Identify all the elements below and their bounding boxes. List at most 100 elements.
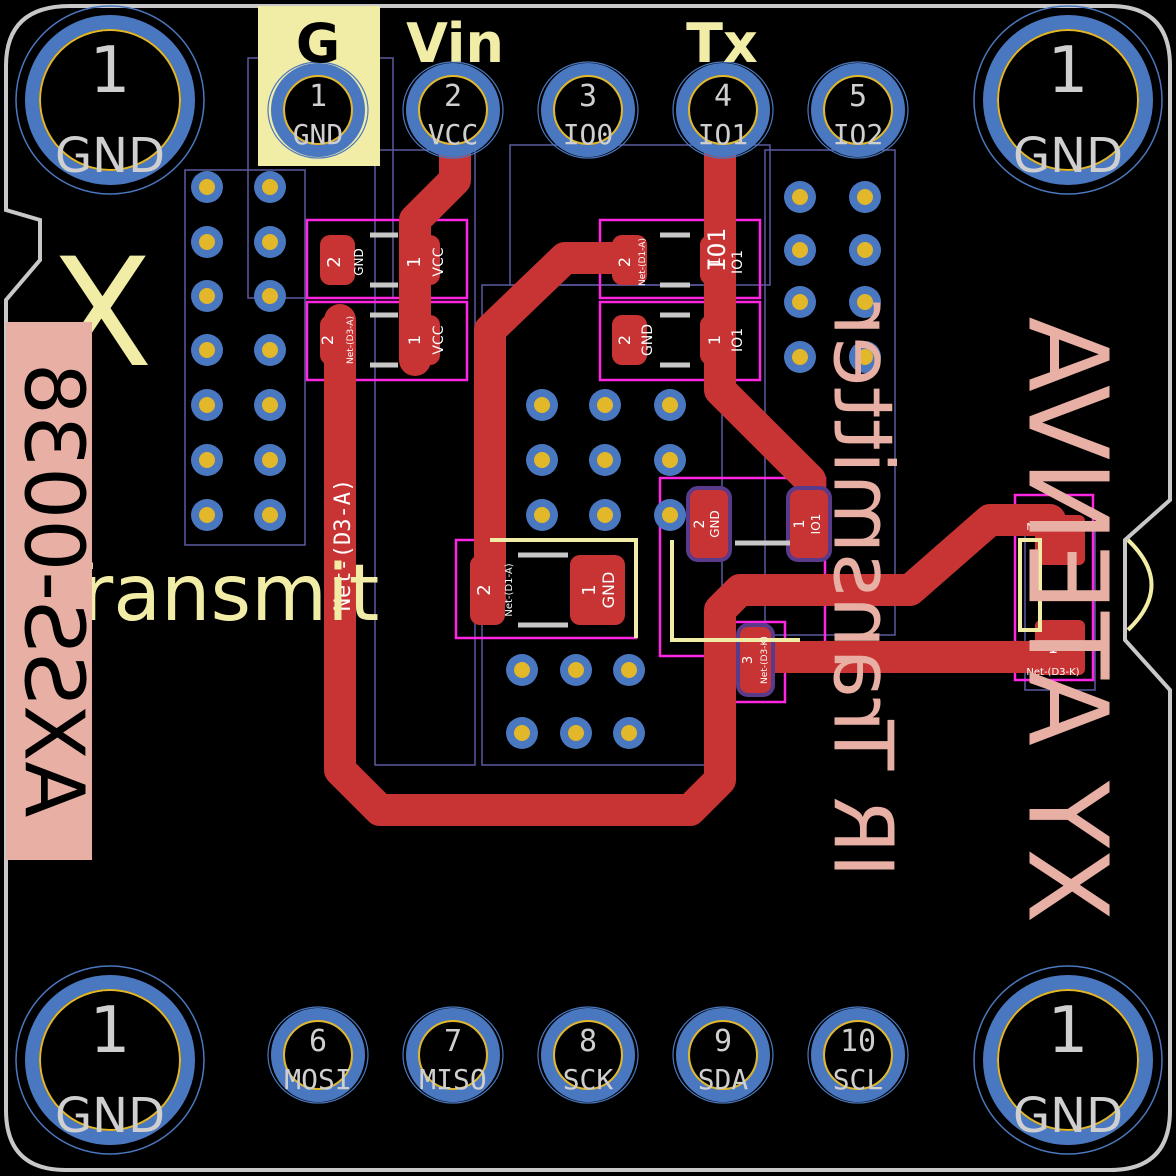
corner-hole-label: GND	[1013, 1088, 1123, 1144]
via	[613, 717, 645, 749]
smd-pad-labels: 2 GND 1 VCC 2 Net-(D3-A) 1 VCC 2 Net-(D1…	[318, 238, 1080, 684]
component-bodies	[370, 232, 790, 628]
via	[506, 654, 538, 686]
header-pad-label: MOSI	[284, 1063, 351, 1096]
pad-label: 1	[705, 257, 724, 267]
pad-label: 1	[1048, 638, 1058, 657]
pad-label: 1	[579, 584, 600, 595]
pad-label: Net-(D3-A)	[346, 316, 356, 364]
header-pad-number: 7	[444, 1024, 462, 1059]
corner-hole-number: 1	[1048, 994, 1089, 1068]
pad-label: 1	[705, 335, 724, 345]
silk-vin: Vin	[406, 12, 504, 75]
header-pad-number: 3	[579, 79, 597, 114]
header-pad-number: 9	[714, 1024, 732, 1059]
via	[849, 341, 881, 373]
via	[191, 226, 223, 258]
silk-g: G	[296, 12, 340, 75]
via	[560, 717, 592, 749]
via	[849, 181, 881, 213]
pad-label: GND	[352, 248, 366, 276]
pad-label: 2	[318, 335, 337, 345]
via	[191, 389, 223, 421]
part-number-box	[6, 322, 92, 860]
via	[254, 389, 286, 421]
silk-ir-transmitter: IR Transmitter	[815, 302, 910, 877]
pad-label: GND	[708, 510, 722, 538]
pad-label: 2	[615, 335, 634, 345]
via	[191, 280, 223, 312]
pad-label: 2	[324, 256, 345, 267]
header-pad-label: GND	[293, 118, 344, 151]
via	[254, 499, 286, 531]
courtyard-glyph: IO1	[703, 228, 731, 271]
header-pad-label: SDA	[698, 1063, 749, 1096]
via	[526, 389, 558, 421]
pad-label: 1	[405, 335, 424, 345]
via	[254, 226, 286, 258]
header-pad-label: SCL	[833, 1063, 884, 1096]
via	[254, 280, 286, 312]
via	[784, 234, 816, 266]
header-pad-number: 1	[309, 79, 327, 114]
via	[254, 334, 286, 366]
via	[191, 444, 223, 476]
corner-hole-label: GND	[55, 1088, 165, 1144]
via	[589, 444, 621, 476]
pad-label: VCC	[431, 247, 447, 276]
pad-label: Net-(D3-K)	[760, 636, 770, 684]
via	[654, 389, 686, 421]
via	[191, 499, 223, 531]
trace-net-label: Net-(D3-A)	[331, 479, 356, 611]
header-pad-number: 6	[309, 1024, 327, 1059]
silk-outlines	[490, 538, 1154, 642]
pad-label: Net-(D3-K)	[1026, 667, 1079, 678]
header-pad-label: SCK	[563, 1063, 614, 1096]
via	[849, 234, 881, 266]
silk-brand: XY ATENVA	[1004, 317, 1132, 924]
board-outline	[3, 4, 1172, 1172]
header-pad-label: VCC	[428, 118, 479, 151]
via	[254, 171, 286, 203]
pad-label: VCC	[431, 325, 447, 354]
header-pad-number: 8	[579, 1024, 597, 1059]
pad-label: GND	[599, 572, 618, 609]
header-pad-label: IO0	[563, 118, 614, 151]
corner-hole-label: GND	[1013, 128, 1123, 184]
via	[526, 444, 558, 476]
via	[506, 717, 538, 749]
corner-hole-number: 1	[90, 34, 131, 108]
via	[784, 286, 816, 318]
pad-label: GND	[640, 324, 656, 356]
pad-label: Net-(D3-A)	[1026, 522, 1079, 533]
corner-hole-label: GND	[55, 128, 165, 184]
pad-label: IO1	[809, 514, 823, 535]
pad-label: IO1	[730, 328, 746, 352]
header-pad-label: IO2	[833, 118, 884, 151]
via-grid	[191, 171, 881, 749]
header-pad-label: MISO	[419, 1063, 486, 1096]
pad-label: Net-(D1-A)	[638, 238, 648, 286]
header-pad-number: 4	[714, 79, 732, 114]
via	[191, 334, 223, 366]
via	[613, 654, 645, 686]
via	[589, 389, 621, 421]
header-pad-number: 5	[849, 79, 867, 114]
silk-transmit: Transmit	[44, 549, 379, 639]
